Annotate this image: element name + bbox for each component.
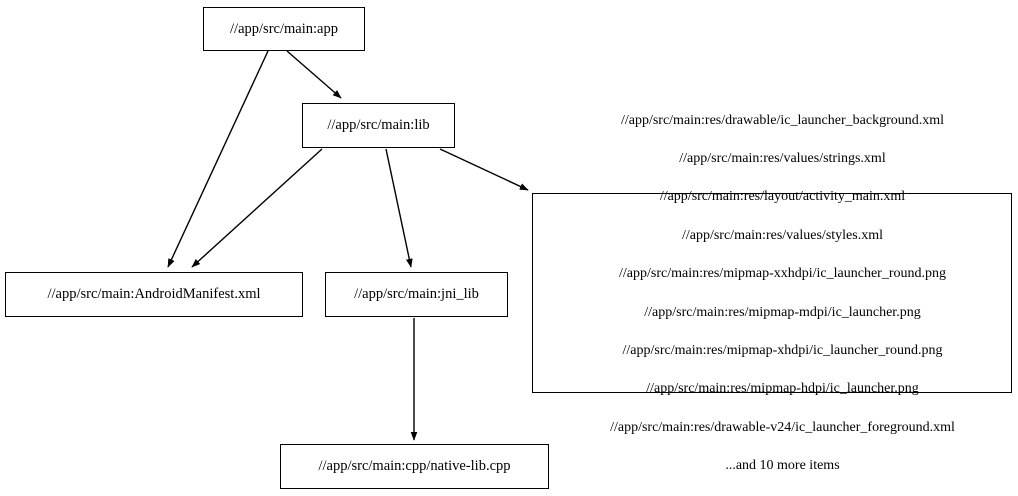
node-native-lib-cpp[interactable]: //app/src/main:cpp/native-lib.cpp: [280, 444, 549, 489]
edge-lib-to-jni-lib: [385, 148, 413, 268]
res-line-1: //app/src/main:res/drawable/ic_launcher_…: [620, 112, 945, 128]
edge-lib-to-res: [439, 148, 529, 191]
node-android-manifest[interactable]: //app/src/main:AndroidManifest.xml: [5, 272, 303, 317]
node-jni-lib-label: //app/src/main:jni_lib: [354, 286, 479, 302]
res-line-9: //app/src/main:res/drawable-v24/ic_launc…: [610, 419, 955, 435]
res-line-3: //app/src/main:res/layout/activity_main.…: [659, 189, 906, 205]
edge-app-to-manifest: [167, 50, 269, 268]
node-app[interactable]: //app/src/main:app: [203, 7, 365, 51]
res-line-5: //app/src/main:res/mipmap-xxhdpi/ic_laun…: [619, 266, 946, 282]
node-lib-label: //app/src/main:lib: [327, 117, 430, 133]
res-line-8: //app/src/main:res/mipmap-hdpi/ic_launch…: [646, 381, 919, 397]
res-line-4: //app/src/main:res/values/styles.xml: [681, 227, 883, 243]
node-android-manifest-label: //app/src/main:AndroidManifest.xml: [47, 286, 261, 302]
edge-app-to-lib: [286, 50, 342, 99]
node-native-lib-cpp-label: //app/src/main:cpp/native-lib.cpp: [318, 458, 511, 474]
res-line-7: //app/src/main:res/mipmap-xhdpi/ic_launc…: [622, 343, 943, 359]
node-lib[interactable]: //app/src/main:lib: [302, 103, 455, 148]
res-line-10-more-items: ...and 10 more items: [725, 458, 840, 474]
node-res-bundle-label: //app/src/main:res/drawable/ic_launcher_…: [589, 91, 955, 494]
node-res-bundle[interactable]: //app/src/main:res/drawable/ic_launcher_…: [532, 113, 1012, 473]
res-line-6: //app/src/main:res/mipmap-mdpi/ic_launch…: [644, 304, 921, 320]
node-app-label: //app/src/main:app: [230, 20, 338, 37]
edge-lib-to-manifest: [191, 148, 323, 268]
res-line-2: //app/src/main:res/values/strings.xml: [679, 150, 886, 166]
node-jni-lib[interactable]: //app/src/main:jni_lib: [325, 272, 508, 317]
